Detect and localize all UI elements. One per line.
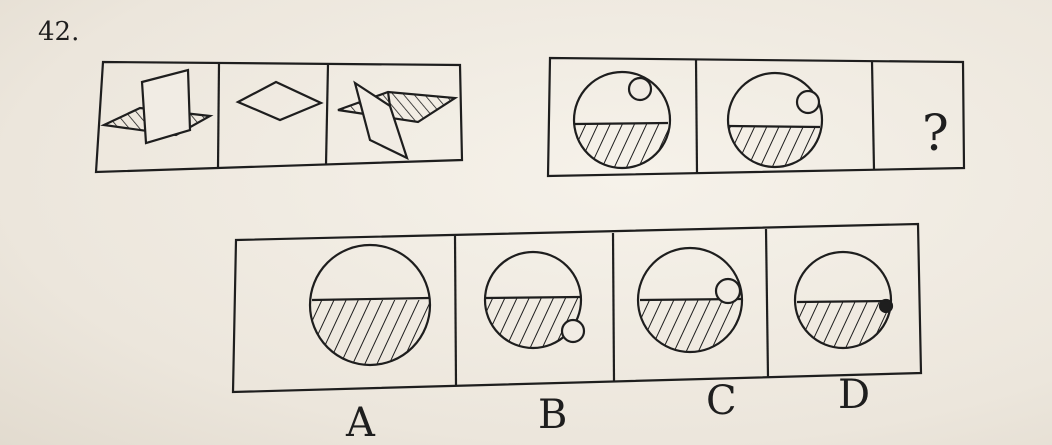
options-divider-2 <box>613 233 614 381</box>
right-panel-divider-1 <box>696 59 697 173</box>
right-panel-divider-2 <box>872 61 874 170</box>
options-divider-3 <box>766 229 768 377</box>
options-divider-1 <box>455 236 456 386</box>
figure-plane-single <box>238 82 321 120</box>
missing-figure-mark: ? <box>922 104 949 162</box>
option-c-figure <box>636 248 746 360</box>
option-d-figure <box>793 252 893 357</box>
options-row <box>233 224 921 392</box>
option-b-label: B <box>538 392 567 438</box>
question-number: 42. <box>38 17 79 47</box>
sequence-circle-1 <box>570 72 680 184</box>
left-panel-divider-2 <box>326 64 328 165</box>
figure-planes-crossed-1 <box>104 70 210 143</box>
option-c-label: C <box>706 378 737 424</box>
option-a-label: A <box>345 400 376 445</box>
figure-planes-crossed-3 <box>338 83 455 158</box>
left-panel-divider-1 <box>218 63 219 168</box>
option-a-figure <box>310 245 435 370</box>
left-sequence <box>96 62 462 172</box>
sequence-circle-2 <box>724 73 834 186</box>
option-b-figure <box>485 252 585 358</box>
right-sequence <box>548 58 964 186</box>
option-d-label: D <box>838 372 870 418</box>
